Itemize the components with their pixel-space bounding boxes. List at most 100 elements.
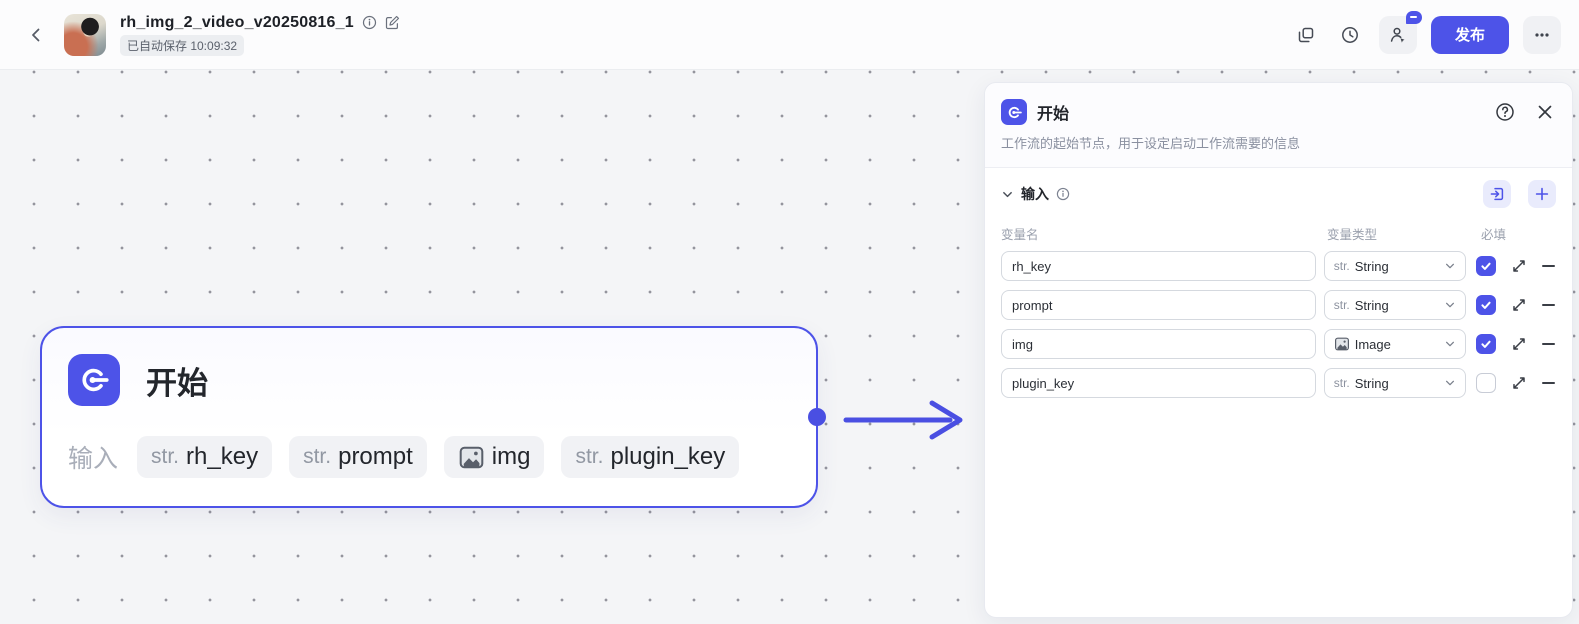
- string-type-label: str.: [1333, 376, 1350, 391]
- collaboration-button[interactable]: [1378, 10, 1422, 54]
- diagonal-arrows-icon: [1513, 338, 1526, 350]
- required-checkbox[interactable]: [1476, 295, 1497, 316]
- string-type-label: str.: [1333, 298, 1350, 313]
- node-config-panel: 开始 工作流的起始节点，用于设定启动工作流需要的信息 输入: [984, 82, 1573, 618]
- publish-button[interactable]: 发布: [1430, 15, 1509, 54]
- check-icon: [1481, 301, 1491, 310]
- history-clock-icon: [1342, 26, 1358, 43]
- check-icon: [1481, 340, 1491, 349]
- question-circle-icon: [1496, 103, 1514, 121]
- connector-arrow: [843, 400, 963, 440]
- variable-type-select[interactable]: str. String: [1323, 290, 1467, 321]
- string-type-label: str.: [151, 445, 180, 468]
- image-type-icon: [458, 444, 485, 471]
- duplicate-icon: [1298, 27, 1314, 42]
- node-input-tags: 输入 str. rh_key str. prompt: [68, 436, 786, 478]
- close-panel-button[interactable]: [1534, 101, 1556, 123]
- node-variable-tag: str. rh_key: [137, 436, 273, 478]
- remove-variable-button[interactable]: [1540, 374, 1556, 392]
- arrow-into-box-icon: [1490, 188, 1504, 201]
- node-description: 工作流的起始节点，用于设定启动工作流需要的信息: [1001, 136, 1301, 151]
- expand-variable-button[interactable]: [1510, 296, 1528, 314]
- workflow-avatar: [64, 13, 106, 56]
- expand-variable-button[interactable]: [1510, 335, 1528, 353]
- chevron-down-icon: [1444, 299, 1456, 311]
- variable-name-label: plugin_key: [610, 443, 726, 470]
- remove-variable-button[interactable]: [1540, 335, 1556, 353]
- diagonal-arrows-icon: [1513, 260, 1526, 272]
- node-variable-tag: img: [443, 436, 545, 478]
- column-header-required: 必填: [1481, 228, 1507, 243]
- close-icon: [1538, 105, 1552, 119]
- chevron-left-icon: [32, 28, 40, 41]
- input-section-label: 输入: [1021, 186, 1049, 203]
- expand-variable-button[interactable]: [1510, 374, 1528, 392]
- autosave-badge: 已自动保存 10:09:32: [120, 34, 245, 56]
- more-button[interactable]: [1523, 15, 1561, 54]
- edit-icon[interactable]: [385, 15, 400, 30]
- string-type-label: str.: [575, 445, 604, 468]
- variable-row: str. String: [1001, 251, 1556, 282]
- start-node-icon: [68, 354, 120, 406]
- output-port[interactable]: [808, 408, 826, 426]
- panel-title: 开始: [1037, 106, 1070, 123]
- collaboration-badge: [1405, 10, 1422, 24]
- diagonal-arrows-icon: [1513, 299, 1526, 311]
- collapse-section-button[interactable]: [1001, 188, 1014, 201]
- required-checkbox[interactable]: [1476, 256, 1497, 277]
- variable-type-value: String: [1354, 258, 1389, 274]
- minus-icon: [1541, 382, 1555, 385]
- chevron-down-icon: [1003, 191, 1012, 197]
- image-type-icon: [1334, 336, 1350, 352]
- info-icon[interactable]: [362, 15, 377, 30]
- string-type-label: str.: [303, 445, 332, 468]
- plus-icon: [1535, 187, 1549, 201]
- diagonal-arrows-icon: [1513, 377, 1526, 389]
- variable-rows: str. String: [985, 251, 1572, 407]
- chevron-down-icon: [1444, 260, 1456, 272]
- divider: [985, 167, 1572, 169]
- variable-name-label: img: [491, 443, 531, 470]
- variable-type-select[interactable]: str. String: [1323, 251, 1467, 282]
- history-button[interactable]: [1335, 20, 1365, 50]
- duplicate-button[interactable]: [1291, 20, 1321, 50]
- required-checkbox[interactable]: [1476, 373, 1497, 394]
- variable-row: Image: [1001, 329, 1556, 360]
- variable-name-input[interactable]: [1001, 329, 1316, 360]
- minus-icon: [1541, 304, 1555, 307]
- info-icon[interactable]: [1056, 187, 1070, 201]
- expand-variable-button[interactable]: [1510, 257, 1528, 275]
- chevron-down-icon: [1444, 338, 1456, 350]
- check-icon: [1481, 262, 1491, 271]
- variable-type-select[interactable]: Image: [1323, 329, 1467, 360]
- variable-name-input[interactable]: [1001, 251, 1316, 282]
- variable-name-label: prompt: [338, 443, 413, 470]
- workflow-title: rh_img_2_video_v20250816_1: [120, 13, 354, 31]
- add-variable-button[interactable]: [1528, 180, 1556, 209]
- variable-name-input[interactable]: [1001, 368, 1316, 399]
- variable-type-value: Image: [1354, 336, 1391, 352]
- string-type-label: str.: [1333, 259, 1350, 274]
- back-button[interactable]: [22, 21, 50, 49]
- remove-variable-button[interactable]: [1540, 257, 1556, 275]
- start-node[interactable]: 开始 输入 str. rh_key str. promp: [40, 326, 826, 508]
- topbar: rh_img_2_video_v20250816_1 已自动保存 10:09:3…: [0, 0, 1579, 70]
- collaboration-person-icon: [1390, 27, 1405, 43]
- import-variables-button[interactable]: [1483, 180, 1511, 209]
- chevron-down-icon: [1444, 377, 1456, 389]
- minus-icon: [1541, 265, 1555, 268]
- help-button[interactable]: [1494, 101, 1516, 123]
- node-input-label: 输入: [68, 445, 119, 473]
- node-variable-tag: str. prompt: [289, 436, 427, 478]
- variable-type-select[interactable]: str. String: [1323, 368, 1467, 399]
- node-title: 开始: [146, 365, 208, 401]
- minus-icon: [1541, 343, 1555, 346]
- column-header-name: 变量名: [1001, 228, 1039, 243]
- start-node-icon-small: [1001, 99, 1027, 125]
- required-checkbox[interactable]: [1476, 334, 1497, 355]
- variable-name-input[interactable]: [1001, 290, 1316, 321]
- variable-row: str. String: [1001, 368, 1556, 399]
- remove-variable-button[interactable]: [1540, 296, 1556, 314]
- ellipsis-icon: [1535, 32, 1549, 37]
- column-header-type: 变量类型: [1327, 228, 1378, 243]
